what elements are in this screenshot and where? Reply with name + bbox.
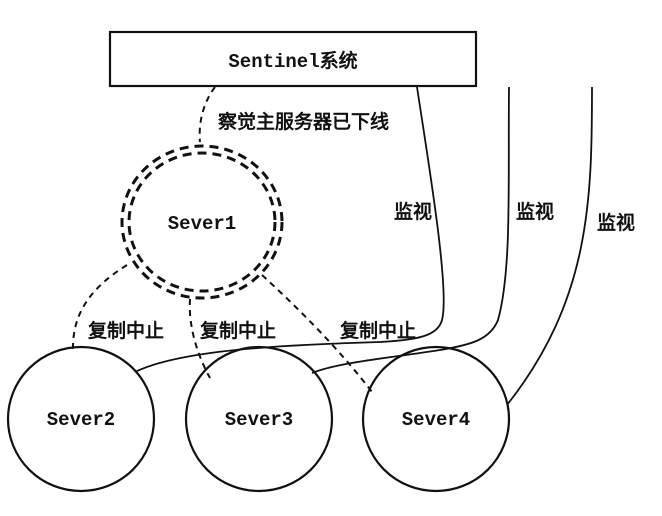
replication-label-3: 复制中止 [339, 319, 416, 342]
replication-line-sever3 [188, 298, 211, 379]
sever3-circle [184, 345, 334, 493]
server-sever4: Sever4 [361, 345, 511, 493]
monitor-label-3: 监视 [597, 211, 635, 234]
sever3-label: Sever3 [225, 409, 293, 431]
sentinel-box-border [108, 30, 478, 88]
replication-label-2: 复制中止 [199, 319, 276, 342]
sever2-label: Sever2 [47, 409, 115, 431]
replication-lines [71, 264, 373, 393]
replication-line-sever2 [71, 264, 128, 351]
monitor-label-2: 监视 [516, 200, 554, 223]
sever2-circle [6, 345, 156, 493]
master-label: Sever1 [168, 213, 236, 235]
master-outer-dashed-ring [120, 144, 284, 300]
sentinel-system-box: Sentinel系统 [108, 30, 478, 88]
monitor-line-sever4 [506, 86, 593, 406]
sentinel-label: Sentinel系统 [228, 49, 357, 73]
detect-label: 察觉主服务器已下线 [218, 110, 389, 133]
monitor-label-1: 监视 [394, 200, 432, 223]
replication-label-1: 复制中止 [87, 319, 164, 342]
server-sever2: Sever2 [6, 345, 156, 493]
master-server-sever1: Sever1 [120, 144, 284, 300]
monitor-line-sever2 [134, 86, 445, 373]
master-inner-dashed-ring [127, 151, 277, 293]
monitor-line-sever3 [311, 86, 510, 374]
monitor-lines [134, 86, 593, 406]
server-sever3: Sever3 [184, 345, 334, 493]
detect-line [198, 86, 216, 143]
sever4-label: Sever4 [402, 409, 470, 431]
sever4-circle [361, 345, 511, 493]
replication-line-sever4 [261, 274, 373, 393]
